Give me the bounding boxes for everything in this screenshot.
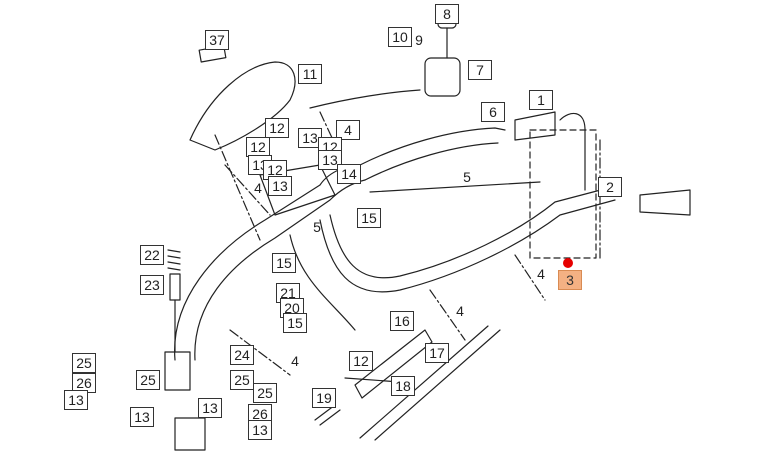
throttle-cable [309,89,421,109]
callout-23: 23 [140,275,164,295]
lever [354,329,433,399]
callout-8: 8 [435,4,459,24]
callout-16: 16 [390,311,414,331]
callout-4-lower: 4 [291,353,299,369]
callout-12-b: 12 [246,137,270,157]
callout-25-b: 25 [136,370,160,390]
callout-25-d: 25 [253,383,277,403]
callout-15-b: 15 [272,253,296,273]
callout-7: 7 [468,60,492,80]
lower-block [164,351,191,391]
callout-12-d: 12 [263,160,287,180]
callout-4-top: 4 [336,120,360,140]
callout-13-g: 13 [198,398,222,418]
control-box [424,57,461,97]
upper-handlebar [359,127,506,166]
callout-19: 19 [312,388,336,408]
cable-5 [369,181,541,193]
callout-5-a: 5 [463,169,471,185]
callout-13-f: 13 [130,407,154,427]
callout-10: 10 [388,27,412,47]
callout-4-right: 4 [537,266,545,282]
callout-13-e: 13 [64,390,88,410]
right-grip [639,189,691,216]
callout-14: 14 [337,164,361,184]
callout-18: 18 [391,376,415,396]
callout-12-e: 12 [349,351,373,371]
callout-6: 6 [481,102,505,122]
hotspot-3[interactable] [563,258,573,268]
callout-1: 1 [529,90,553,110]
callout-25-a: 25 [72,353,96,373]
callout-13-a: 13 [298,128,322,148]
callout-13-c: 13 [318,150,342,170]
callout-2: 2 [598,177,622,197]
callout-26-b: 26 [248,404,272,424]
callout-3[interactable]: 3 [558,270,582,290]
callout-15-a: 15 [357,208,381,228]
callout-13-d: 13 [268,176,292,196]
callout-17: 17 [425,343,449,363]
callout-4-left: 4 [254,180,262,196]
callout-11: 11 [298,64,322,84]
callout-25-c: 25 [230,370,254,390]
top-cover [189,61,296,151]
callout-5-b: 5 [313,219,321,235]
bracket-box [529,129,597,259]
lower-tube [374,329,501,441]
callout-22: 22 [140,245,164,265]
left-grip [514,111,556,141]
callout-9: 9 [415,32,423,48]
spring [167,249,181,271]
callout-12-a: 12 [265,118,289,138]
callout-13-h: 13 [248,420,272,440]
callout-4-mid: 4 [456,303,464,319]
callout-37: 37 [205,30,229,50]
callout-24: 24 [230,345,254,365]
callout-15-c: 15 [283,313,307,333]
